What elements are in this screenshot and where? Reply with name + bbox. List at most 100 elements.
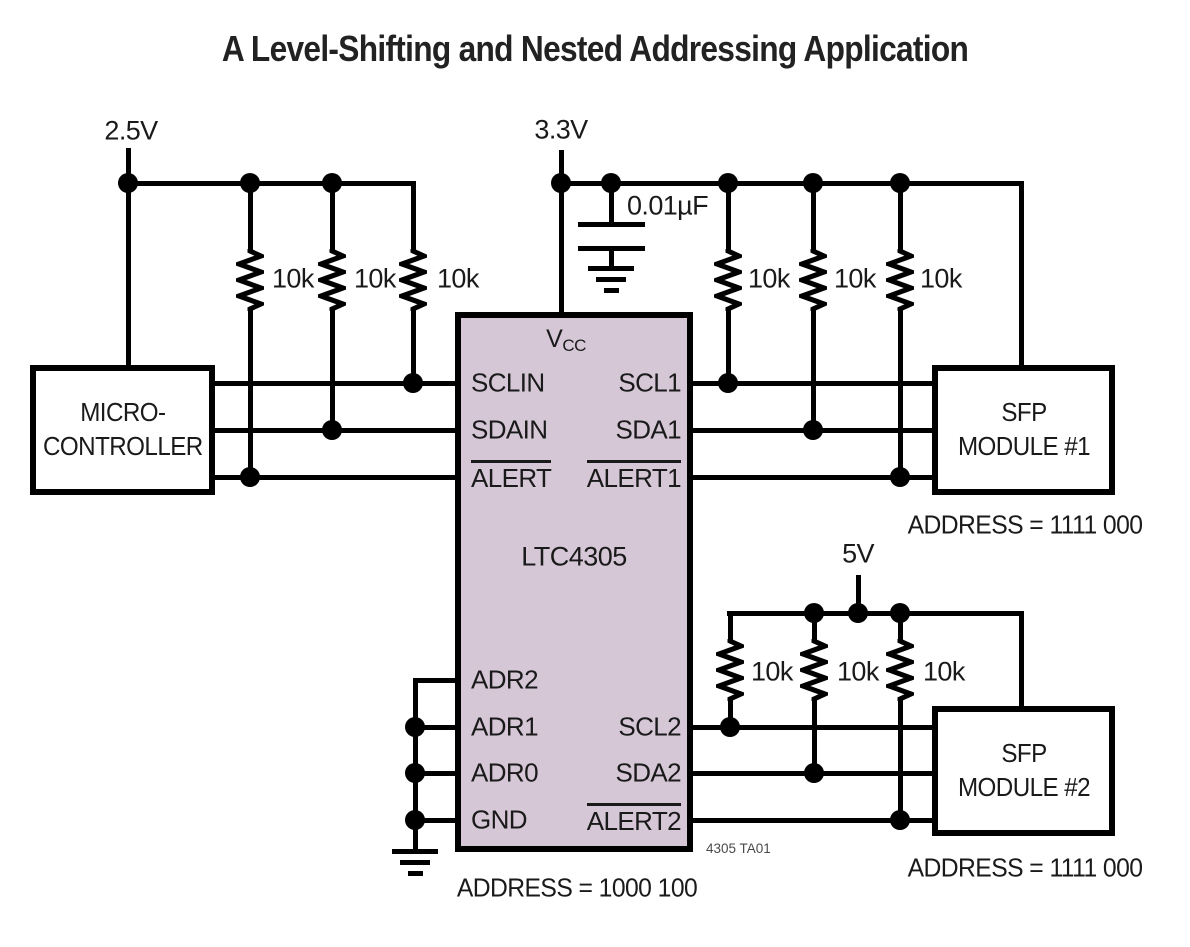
wire-resistor-lead [248,309,253,480]
ground-bar [400,860,430,865]
wire-2v5-rail [126,181,416,186]
wire-resistor-lead [812,613,817,642]
junction-dot [551,173,571,193]
ground-bar [408,871,423,876]
junction-dot [890,467,910,487]
wire-resistor-lead [728,699,733,730]
wire-5v-supply-stub [856,575,861,615]
wire-cap-lead-bottom [609,251,614,268]
resistor-symbol [886,639,914,701]
wire-sclin [212,381,460,386]
junction-dot [720,717,740,737]
pin-label-alert1: ALERT1 [586,460,682,494]
wire-gnd-stub [413,818,460,823]
junction-dot [718,173,738,193]
wire-resistor-lead [898,183,903,252]
pin-label-alert: ALERT [471,460,552,494]
pin-label-sclin: SCLIN [471,367,545,398]
resistor-symbol [236,249,264,311]
wire-alert1 [688,475,935,480]
junction-dot [601,173,621,193]
wire-resistor-lead [726,183,731,252]
wire-resistor-lead [898,613,903,642]
wire-resistor-lead [330,183,335,252]
capacitor-plate [578,222,645,227]
supply-label-5v: 5V [842,538,874,569]
junction-dot [322,173,342,193]
pin-label-adr1: ADR1 [471,711,539,742]
resistor-value-label: 10k [834,263,876,294]
junction-dot [803,420,823,440]
resistor-value-label: 10k [837,656,879,687]
ground-bar [588,266,634,271]
wire-resistor-lead [811,309,816,433]
ground-bar [392,849,438,854]
wire-3v3-vcc-drop [559,150,564,318]
wire-3v3-rail [558,181,1024,186]
sfp2-address-label: ADDRESS = 1111 000 [907,852,1143,883]
wire-resistor-lead [812,699,817,776]
supply-label-2v5: 2.5V [104,115,158,146]
wire-scl2 [688,725,935,730]
capacitor-value-label: 0.01µF [627,190,709,221]
pin-label-sda2: SDA2 [615,757,681,788]
resistor-symbol [886,249,914,311]
resistor-value-label: 10k [272,263,314,294]
resistor-value-label: 10k [354,263,396,294]
resistor-value-label: 10k [748,263,790,294]
junction-dot [890,810,910,830]
resistor-symbol [714,249,742,311]
wire-adr1-stub [413,725,460,730]
wire-resistor-lead [248,183,253,252]
sfp-module-2-block: SFP MODULE #2 [932,706,1115,836]
resistor-value-label: 10k [437,263,479,294]
wire-resistor-lead [898,699,903,823]
wire-sfp2-supply-drop [1019,613,1024,712]
wire-2v5-supply-drop [126,148,131,371]
pin-label-alert2: ALERT2 [586,803,682,837]
figure-reference-label: 4305 TA01 [706,841,771,856]
pin-label-vcc: VCC [546,325,586,355]
wire-adr0-stub [413,771,460,776]
junction-dot [890,603,910,623]
ltc4305-block [455,312,693,852]
junction-dot [118,173,138,193]
junction-dot [240,173,260,193]
resistor-value-label: 10k [920,263,962,294]
wire-resistor-lead [330,309,335,433]
pin-label-sda1: SDA1 [615,414,681,445]
wire-resistor-lead [411,183,416,252]
resistor-symbol [800,639,828,701]
wire-resistor-lead [411,309,416,386]
wire-resistor-lead [728,613,733,642]
resistor-symbol [716,639,744,701]
pin-label-adr2: ADR2 [471,664,539,695]
microcontroller-block: MICRO- CONTROLLER [30,365,215,495]
pin-label-scl1: SCL1 [618,367,681,398]
ltc-address-label: ADDRESS = 1000 100 [456,872,698,903]
junction-dot [405,763,425,783]
ground-bar [604,288,619,293]
junction-dot [848,603,868,623]
wire-resistor-lead [898,309,903,480]
ic-part-number: LTC4305 [521,541,627,572]
wire-cap-lead-top [609,183,614,223]
junction-dot [403,373,423,393]
wire-resistor-lead [811,183,816,252]
resistor-symbol [399,249,427,311]
wire-alert [212,475,460,480]
pin-label-scl2: SCL2 [618,711,681,742]
junction-dot [803,173,823,193]
junction-dot [240,467,260,487]
sfp-module-1-block: SFP MODULE #1 [932,365,1115,495]
sfp-module-1-label: SFP MODULE #1 [957,397,1090,461]
junction-dot [890,173,910,193]
sfp1-address-label: ADDRESS = 1111 000 [907,509,1143,540]
ground-bar [596,277,626,282]
wire-sfp1-supply-drop [1019,183,1024,371]
pin-label-adr0: ADR0 [471,757,539,788]
resistor-value-label: 10k [923,656,965,687]
diagram-title: A Level-Shifting and Nested Addressing A… [221,28,969,69]
wire-alert2 [688,818,935,823]
